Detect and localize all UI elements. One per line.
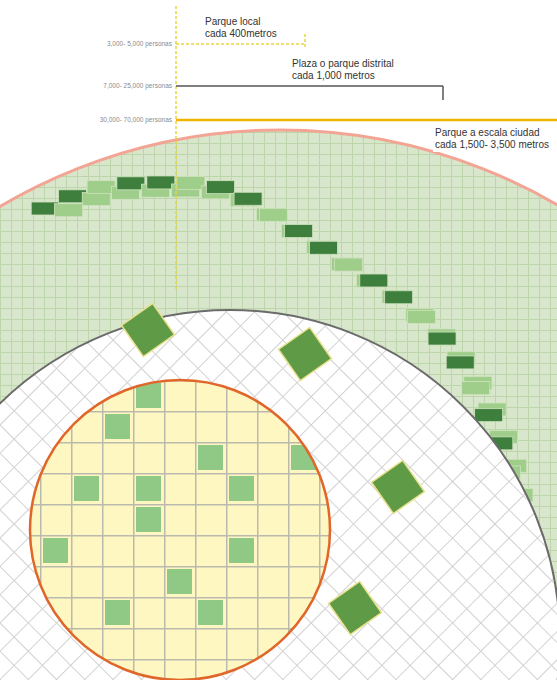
local-park bbox=[167, 569, 192, 594]
park-block bbox=[117, 177, 145, 190]
population-label: 7,000- 25,000 personas bbox=[103, 80, 172, 92]
park-block bbox=[334, 258, 362, 271]
local-ring bbox=[30, 380, 330, 680]
scale-label: Parque a escala ciudad cada 1,500- 3,500… bbox=[433, 126, 552, 152]
local-park bbox=[229, 538, 254, 563]
local-park bbox=[74, 476, 99, 501]
scale-label: Plaza o parque distrital cada 1,000 metr… bbox=[292, 58, 395, 82]
scale-line-district bbox=[176, 85, 443, 87]
local-park bbox=[105, 600, 130, 625]
scale-label: Parque local cada 400metros bbox=[205, 16, 278, 40]
population-label: 30,000- 70,000 personas bbox=[100, 114, 172, 126]
park-block bbox=[407, 310, 435, 323]
local-parks bbox=[43, 383, 316, 625]
scale-line-city bbox=[176, 119, 557, 122]
park-block bbox=[234, 192, 262, 205]
local-park bbox=[229, 476, 254, 501]
park-block bbox=[475, 409, 503, 422]
scale-tick bbox=[304, 34, 306, 48]
park-block bbox=[360, 274, 388, 287]
scale-tick bbox=[442, 86, 444, 100]
park-block bbox=[206, 181, 234, 194]
population-label: 3,000- 5,000 personas bbox=[107, 38, 172, 50]
park-block bbox=[428, 332, 456, 345]
scale-line-local bbox=[176, 43, 305, 45]
park-block bbox=[285, 225, 313, 238]
district-park bbox=[329, 582, 382, 635]
local-park bbox=[43, 538, 68, 563]
city-ring bbox=[0, 130, 557, 680]
local-area bbox=[30, 380, 330, 680]
district-park bbox=[372, 461, 425, 514]
local-park bbox=[105, 414, 130, 439]
park-block bbox=[54, 204, 82, 217]
local-park bbox=[198, 600, 223, 625]
park-block bbox=[82, 193, 110, 206]
district-park bbox=[122, 304, 175, 357]
park-block bbox=[147, 176, 175, 189]
scale-axis bbox=[175, 6, 177, 290]
district-ring bbox=[0, 310, 557, 680]
park-block bbox=[177, 176, 205, 189]
park-block bbox=[87, 181, 115, 194]
local-park bbox=[136, 476, 161, 501]
park-block bbox=[310, 241, 338, 254]
park-block bbox=[385, 291, 413, 304]
park-block bbox=[259, 208, 287, 221]
park-block bbox=[462, 382, 490, 395]
park-block bbox=[446, 356, 474, 369]
local-park bbox=[198, 445, 223, 470]
district-park bbox=[279, 328, 332, 381]
local-park bbox=[136, 507, 161, 532]
